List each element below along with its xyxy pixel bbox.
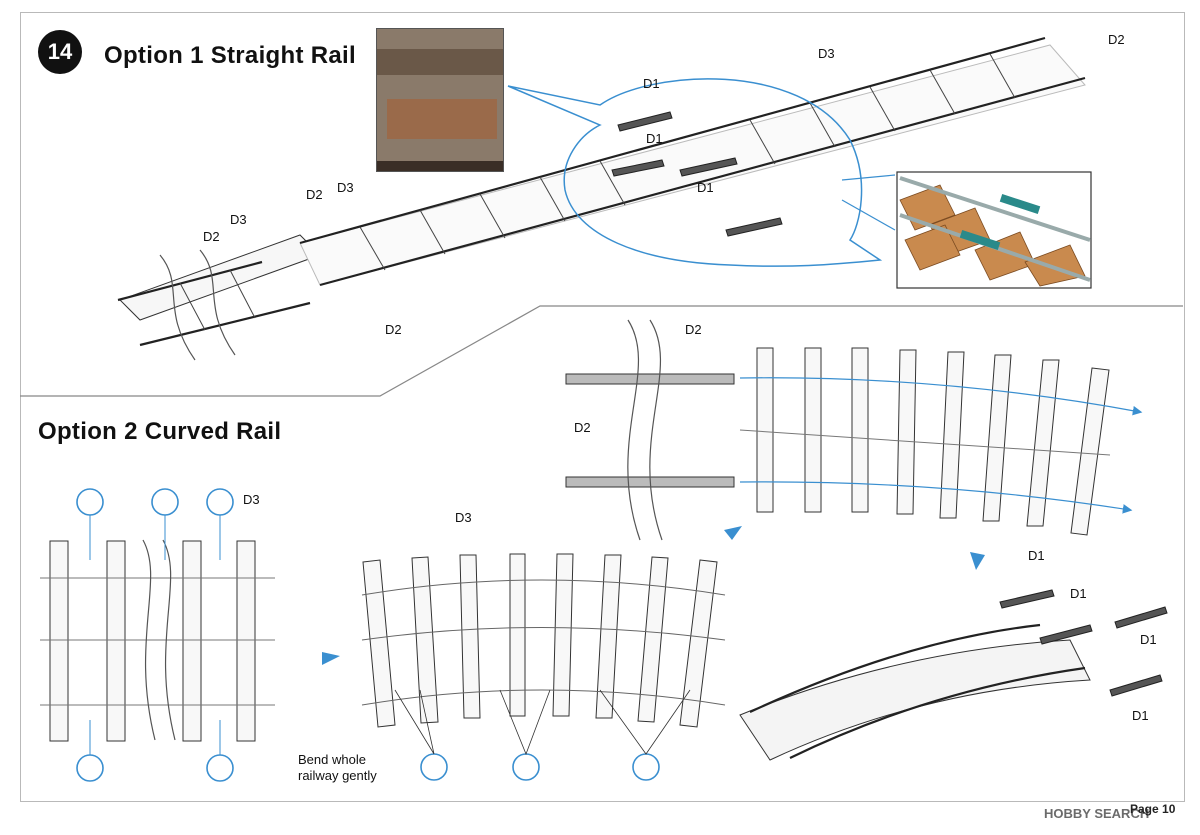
curved-step1-sleepers xyxy=(40,540,275,742)
label-d3: D3 xyxy=(230,212,247,227)
straight-rails xyxy=(117,36,1086,347)
bend-note-line2: railway gently xyxy=(298,768,377,783)
label-d1: D1 xyxy=(1028,548,1045,563)
label-d1: D1 xyxy=(646,131,663,146)
curved-step4-rail xyxy=(739,589,1168,761)
zoom-bubble xyxy=(507,78,883,267)
label-d1: D1 xyxy=(643,76,660,91)
pliers-icons xyxy=(76,488,234,782)
step-number-badge: 14 xyxy=(38,30,82,74)
page-number: Page 10 xyxy=(1130,802,1176,816)
bend-note-line1: Bend whole xyxy=(298,752,366,767)
rail-photo xyxy=(376,28,504,172)
option2-title: Option 2 Curved Rail xyxy=(38,418,282,445)
label-d3: D3 xyxy=(818,46,835,61)
label-d3: D3 xyxy=(243,492,260,507)
page-frame xyxy=(20,12,1185,802)
label-d1: D1 xyxy=(1140,632,1157,647)
arrow-down-icon xyxy=(970,552,985,570)
step-arrows xyxy=(322,526,985,665)
joiner-plates-d1 xyxy=(611,111,783,237)
label-d2: D2 xyxy=(1108,32,1125,47)
straight-ties xyxy=(179,53,1016,331)
curved-step3-sleepers xyxy=(756,347,1110,536)
label-d1: D1 xyxy=(1132,708,1149,723)
watermark: HOBBY SEARCH xyxy=(1044,806,1150,821)
section-divider xyxy=(20,305,1183,397)
label-d2: D2 xyxy=(306,187,323,202)
label-d2: D2 xyxy=(574,420,591,435)
option1-title: Option 1 Straight Rail xyxy=(104,42,356,69)
curved-step2-sleepers xyxy=(362,553,718,728)
arrow-right-icon xyxy=(322,652,340,665)
arrow-right-icon xyxy=(724,526,742,540)
label-d1: D1 xyxy=(1070,586,1087,601)
label-d3: D3 xyxy=(337,180,354,195)
label-d3: D3 xyxy=(455,510,472,525)
straight-rail-drawing xyxy=(117,36,1086,361)
straight-sleepers xyxy=(119,44,1086,321)
label-d2: D2 xyxy=(385,322,402,337)
clip-icons xyxy=(420,753,660,781)
bend-note: Bend whole railway gently xyxy=(298,752,377,784)
label-d2: D2 xyxy=(203,229,220,244)
label-d1: D1 xyxy=(697,180,714,195)
label-d2: D2 xyxy=(685,322,702,337)
detail-rails xyxy=(899,176,1091,287)
